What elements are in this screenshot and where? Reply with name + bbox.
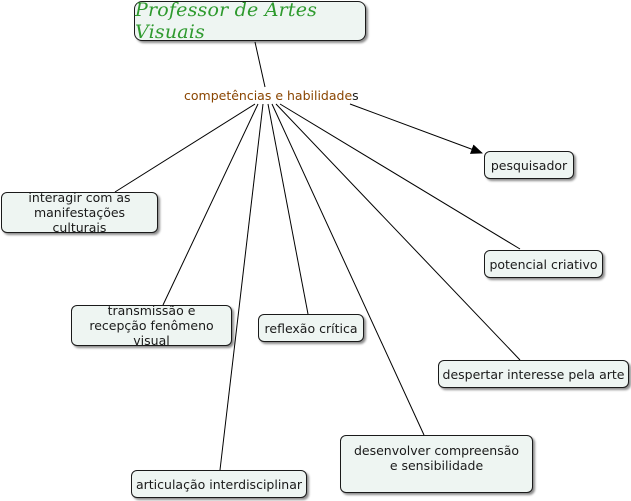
line-hub-interagir (114, 103, 256, 193)
node-reflexao[interactable]: reflexão crítica (258, 314, 364, 342)
line-hub-articulacao (219, 103, 264, 471)
diagram-title[interactable]: Professor de Artes Visuais (134, 0, 366, 43)
hub-label-tail: s (352, 88, 359, 103)
node-potencial[interactable]: potencial criativo (484, 250, 603, 278)
node-articulacao[interactable]: articulação interdisciplinar (131, 470, 307, 498)
node-interagir[interactable]: interagir com as manifestações culturais (1, 190, 158, 235)
line-hub-despertar (275, 103, 521, 361)
line-title-hub (254, 41, 266, 88)
line-hub-desenvolver (271, 103, 425, 436)
node-transmissao[interactable]: transmissão e recepção fenômeno visual (71, 303, 232, 348)
node-pesquisador[interactable]: pesquisador (484, 151, 574, 179)
line-hub-reflexao (267, 103, 309, 315)
line-hub-transmissao (162, 103, 259, 306)
node-despertar[interactable]: despertar interesse pela arte (438, 360, 629, 388)
hub-label[interactable]: competências e habilidades (184, 88, 359, 103)
hub-label-main: competências e habilidade (184, 88, 353, 103)
line-hub-potencial (279, 103, 521, 250)
node-desenvolver[interactable]: desenvolver compreensão e sensibilidade (340, 435, 533, 493)
line-hub-pesquisador (349, 103, 483, 154)
